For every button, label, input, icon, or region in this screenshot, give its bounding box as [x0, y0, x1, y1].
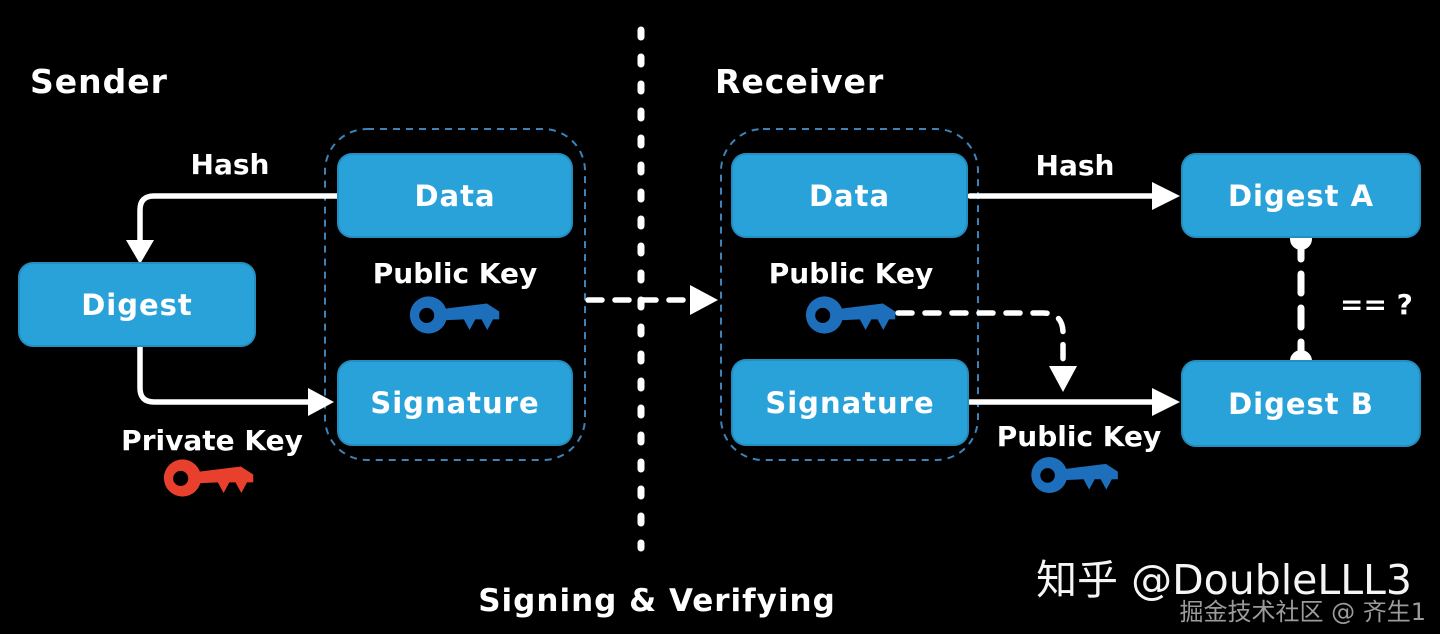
arrowhead-sender-to-receiver: [690, 285, 718, 315]
sender-public-key-icon: [409, 290, 501, 340]
receiver-public-key-label: Public Key: [768, 257, 934, 290]
receiver-signature-node: Signature: [731, 359, 969, 446]
watermark-secondary: 掘金技术社区 @ 齐生1: [1179, 598, 1426, 626]
digest-node: Digest: [18, 262, 256, 347]
diagram-caption: Signing & Verifying: [478, 583, 836, 619]
arrow-digest-to-signature: [137, 344, 317, 405]
arrowhead-signature-to-digest-b: [1152, 388, 1180, 416]
compare-label: == ?: [1340, 288, 1413, 321]
private-key-label: Private Key: [121, 424, 303, 457]
verify-public-key-icon: [1030, 451, 1120, 499]
receiver-data-node: Data: [731, 153, 968, 238]
sender-public-key-label: Public Key: [372, 257, 538, 290]
arrowhead-public-key-to-verify: [1049, 366, 1077, 392]
sender-title: Sender: [30, 62, 168, 101]
sender-hash-label: Hash: [190, 148, 270, 181]
watermark-primary: 知乎 @DoubleLLL3: [1036, 556, 1412, 604]
arrowhead-digest-to-signature: [308, 388, 334, 416]
receiver-hash-label: Hash: [1035, 149, 1115, 182]
digest-a-node: Digest A: [1181, 153, 1421, 238]
receiver-public-key-icon: [805, 290, 897, 340]
verify-public-key-label: Public Key: [996, 420, 1162, 453]
arrowhead-data-to-digest-a: [1152, 182, 1180, 210]
arrowhead-data-to-digest: [126, 240, 154, 264]
private-key-icon: [163, 453, 255, 503]
digest-b-node: Digest B: [1181, 360, 1421, 447]
arrow-data-to-digest: [137, 193, 340, 249]
arrow-public-key-to-verify: [895, 310, 1066, 367]
sender-data-node: Data: [337, 153, 573, 238]
receiver-title: Receiver: [715, 62, 885, 101]
sender-signature-node: Signature: [337, 360, 573, 446]
